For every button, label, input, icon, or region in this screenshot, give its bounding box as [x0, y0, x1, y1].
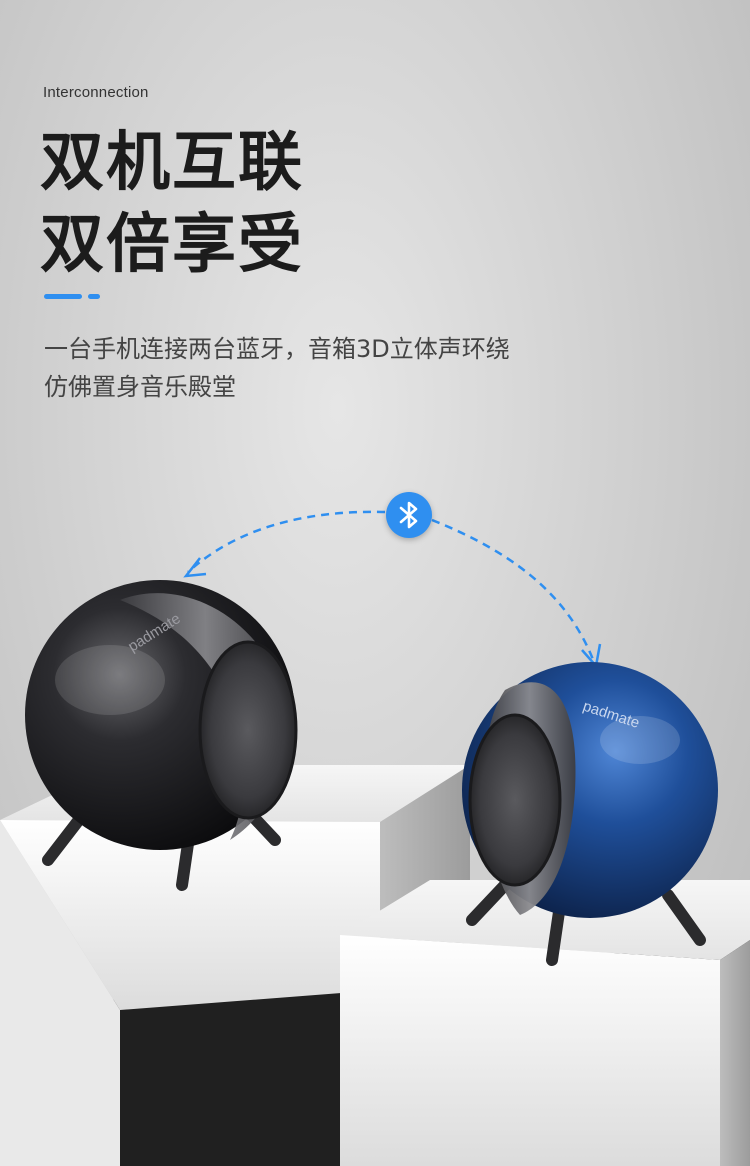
- right-pedestal-side: [720, 940, 750, 1166]
- bluetooth-icon: [399, 501, 418, 529]
- connection-arc-right: [431, 518, 596, 663]
- right-pedestal-face: [340, 935, 720, 1166]
- eyebrow-label: Interconnection: [43, 84, 149, 101]
- left-pedestal-front: [0, 820, 120, 1166]
- arrowhead-left: [183, 557, 207, 578]
- accent-bar-long: [44, 294, 82, 299]
- headline: 双机互联 双倍享受: [40, 122, 304, 286]
- right-speaker: padmate: [462, 662, 718, 966]
- left-speaker: padmate: [25, 580, 298, 891]
- description: 一台手机连接两台蓝牙，音箱3D立体声环绕 仿佛置身音乐殿堂: [44, 330, 510, 406]
- connection-arc-left: [187, 510, 386, 573]
- accent-bar-short: [88, 294, 100, 299]
- description-line-2: 仿佛置身音乐殿堂: [44, 373, 236, 401]
- left-pedestal-face: [0, 820, 380, 1010]
- bluetooth-badge: [386, 492, 432, 538]
- headline-line-2: 双倍享受: [40, 208, 304, 282]
- headline-line-1: 双机互联: [40, 126, 304, 200]
- description-line-1: 一台手机连接两台蓝牙，音箱3D立体声环绕: [44, 335, 510, 363]
